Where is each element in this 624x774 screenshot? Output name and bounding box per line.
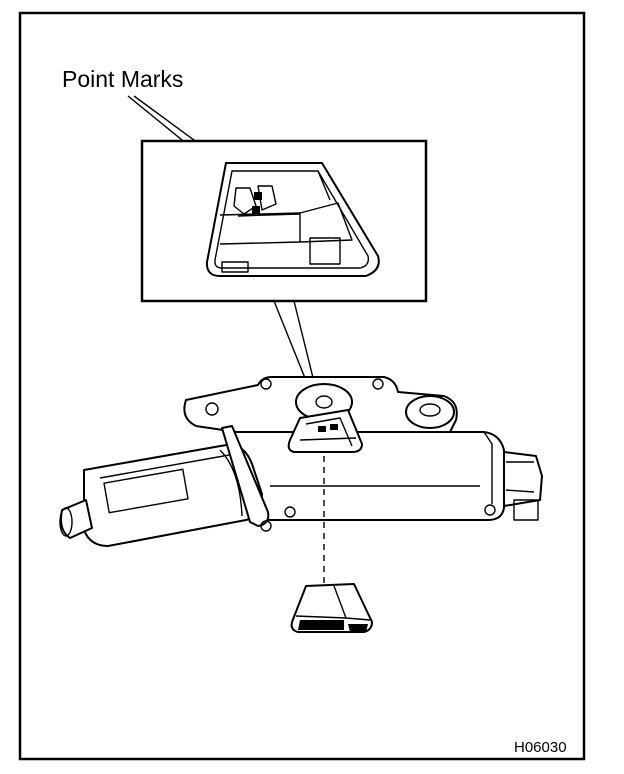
magnified-connector	[205, 162, 380, 277]
installed-connector	[287, 409, 363, 453]
detail-inset-box	[140, 139, 428, 303]
power-window-motor	[59, 376, 543, 547]
point-mark-2	[252, 206, 260, 214]
point-mark-1	[254, 192, 262, 200]
loose-connector-part	[290, 583, 373, 633]
figure-code: H06030	[514, 739, 567, 756]
point-marks-label: Point Marks	[62, 66, 183, 92]
